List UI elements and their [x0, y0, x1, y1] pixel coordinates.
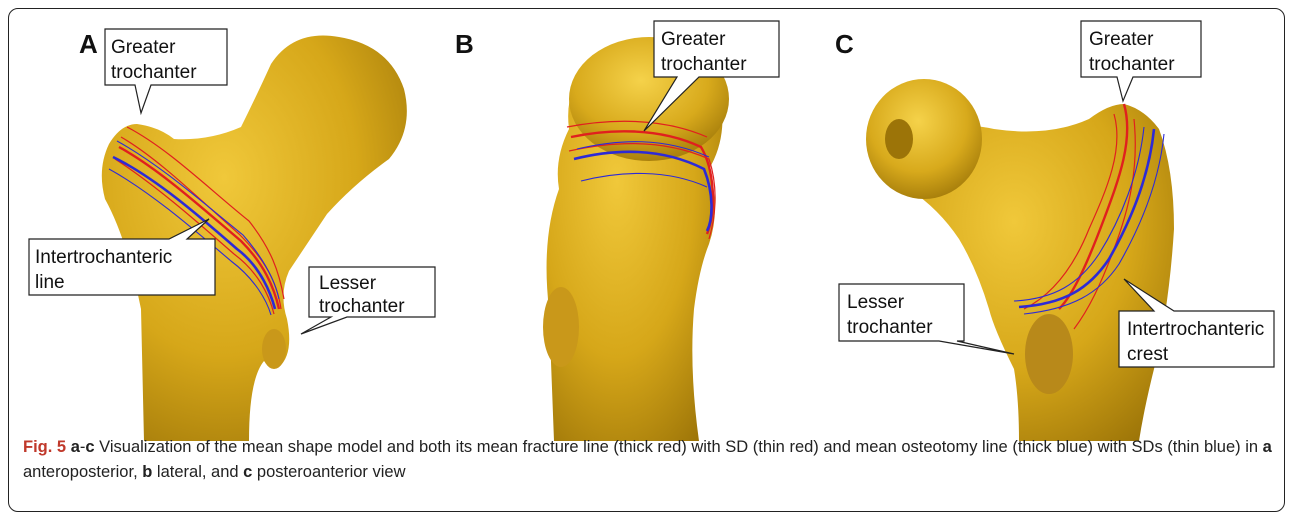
callout-line-2: trochanter	[319, 296, 405, 317]
panel-b-femur	[543, 37, 729, 441]
callout-line-2: trochanter	[847, 317, 933, 338]
panel-letter-b: B	[455, 29, 474, 59]
panel-letter-c: C	[835, 29, 854, 59]
caption-text-1: Visualization of the mean shape model an…	[95, 438, 1263, 456]
callout-greater-trochanter-c: Greater trochanter	[1081, 21, 1201, 101]
caption-text-4: posteroanterior view	[252, 463, 405, 481]
caption-text-2: anteroposterior,	[23, 463, 142, 481]
callout-intertrochanteric-crest: Intertrochanteric crest	[1119, 279, 1274, 367]
callout-line-1: Greater	[111, 37, 176, 58]
callout-line-1: Lesser	[847, 292, 905, 313]
callout-line-2: trochanter	[111, 62, 197, 83]
caption-text-3: lateral, and	[152, 463, 243, 481]
figure-label: Fig. 5	[23, 438, 66, 456]
callout-line-1: Greater	[1089, 29, 1154, 50]
figure-caption: Fig. 5 a-c Visualization of the mean sha…	[23, 435, 1273, 485]
callout-lesser-trochanter-a: Lesser trochanter	[301, 267, 435, 334]
figure-panel: A Greater trochanter Intertrochanteric l…	[8, 8, 1285, 512]
caption-view-c: c	[243, 463, 252, 481]
callout-line-1: Intertrochanteric	[35, 247, 172, 268]
caption-range-a: a	[71, 438, 80, 456]
caption-view-b: b	[142, 463, 152, 481]
panel-letter-a: A	[79, 29, 98, 59]
caption-view-a: a	[1263, 438, 1272, 456]
panel-c-femur	[866, 79, 1174, 441]
callout-line-1: Lesser	[319, 273, 377, 294]
caption-range-c: c	[85, 438, 94, 456]
callout-line-1: Greater	[661, 29, 726, 50]
callout-greater-trochanter-a: Greater trochanter	[105, 29, 227, 113]
callout-line-1: Intertrochanteric	[1127, 319, 1264, 340]
callout-line-2: line	[35, 272, 65, 293]
callout-line-2: trochanter	[1089, 54, 1175, 75]
callout-line-2: trochanter	[661, 54, 747, 75]
callout-line-2: crest	[1127, 344, 1169, 365]
